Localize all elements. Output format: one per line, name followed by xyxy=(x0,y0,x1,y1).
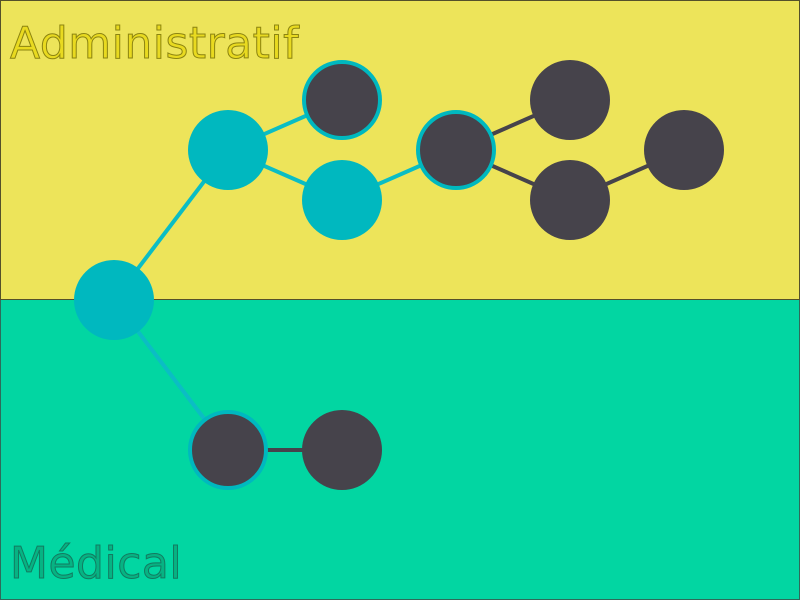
node-n2[interactable] xyxy=(188,110,268,190)
node-n4[interactable] xyxy=(302,160,382,240)
node-n1[interactable] xyxy=(74,260,154,340)
node-n9[interactable] xyxy=(188,410,268,490)
node-n10[interactable] xyxy=(302,410,382,490)
node-n7[interactable] xyxy=(530,160,610,240)
node-n6[interactable] xyxy=(530,60,610,140)
nodes-layer xyxy=(74,60,724,490)
lane-label-medical: Médical xyxy=(9,538,183,590)
node-n8[interactable] xyxy=(644,110,724,190)
node-n5[interactable] xyxy=(416,110,496,190)
lane-medical xyxy=(0,300,800,600)
lane-label-administratif: Administratif xyxy=(9,18,300,70)
node-n3[interactable] xyxy=(302,60,382,140)
